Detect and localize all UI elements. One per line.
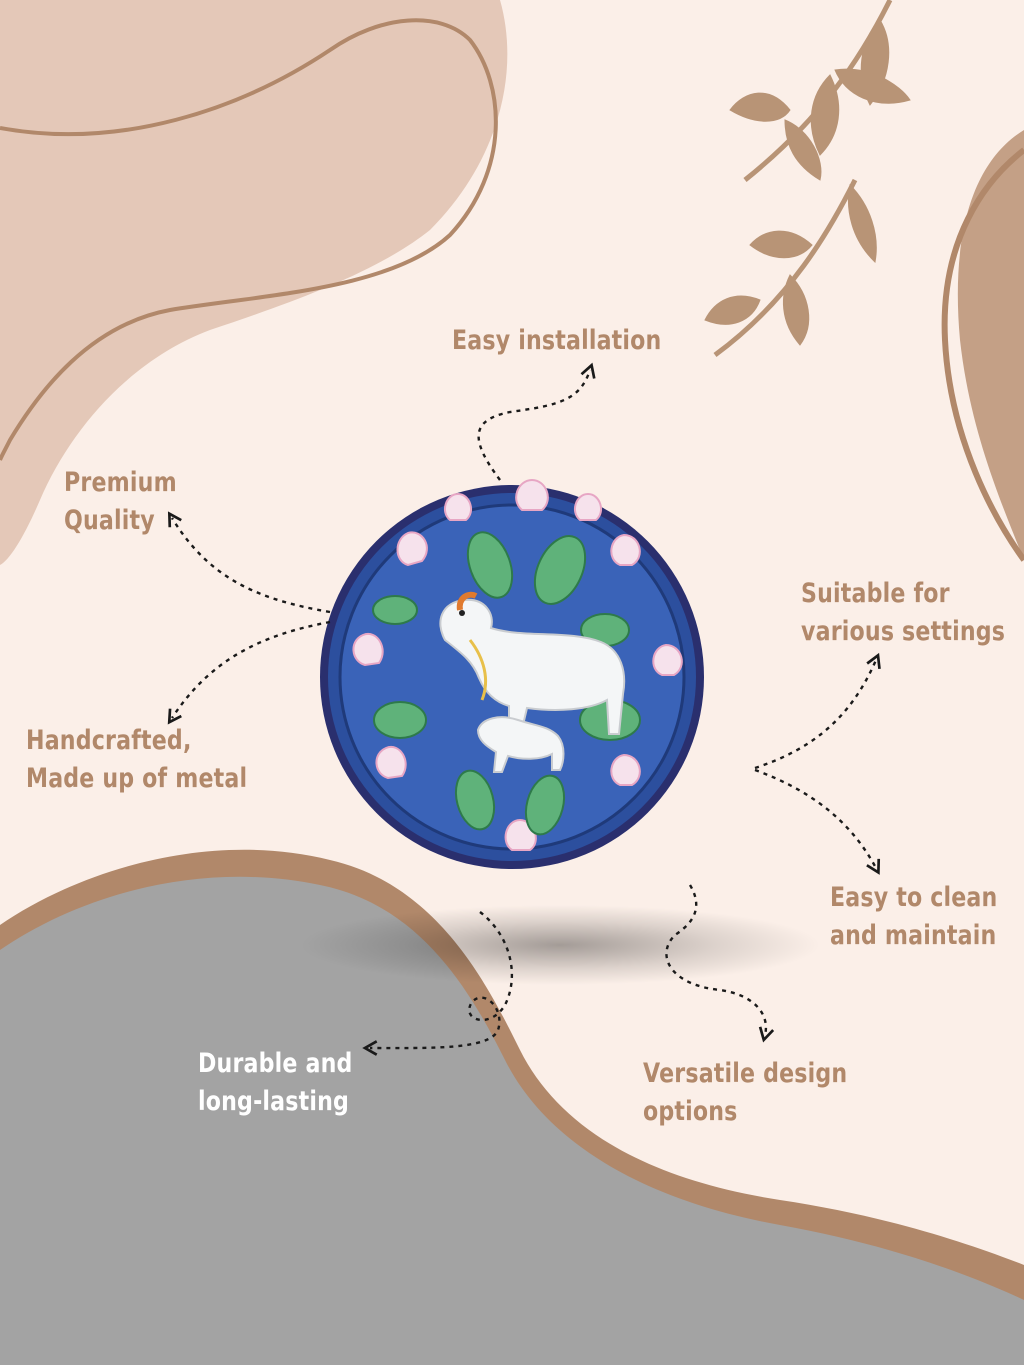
- feature-premium-quality-line2: Quality: [64, 505, 155, 536]
- feature-handcrafted-line2: Made up of metal: [26, 763, 248, 794]
- feature-suitable: Suitable for various settings: [801, 575, 1005, 651]
- arrow-versatile: [665, 884, 775, 1043]
- feature-versatile: Versatile design options: [643, 1055, 847, 1131]
- right-arc-line: [941, 147, 1024, 562]
- arrow-easy-clean: [754, 768, 881, 875]
- feature-easy-installation-line1: Easy installation: [452, 325, 662, 356]
- arrow-durable: [362, 911, 513, 1056]
- feature-easy-clean: Easy to clean and maintain: [830, 879, 997, 955]
- feature-suitable-line2: various settings: [801, 616, 1006, 647]
- cow-figure: [439, 598, 626, 773]
- feature-durable-line2: long-lasting: [198, 1086, 350, 1117]
- right-arc: [957, 130, 1024, 560]
- arrow-suitable: [754, 652, 881, 770]
- feature-easy-installation: Easy installation: [452, 322, 661, 360]
- feature-easy-clean-line2: and maintain: [830, 920, 997, 951]
- top-left-blob: [0, 0, 508, 565]
- plate-shadow: [300, 905, 820, 985]
- leaf-branch-icon: [704, 0, 911, 358]
- arrow-premium-quality: [167, 511, 331, 614]
- arrow-handcrafted: [167, 620, 331, 725]
- feature-versatile-line2: options: [643, 1096, 738, 1127]
- feature-handcrafted-line1: Handcrafted,: [26, 725, 192, 756]
- feature-premium-quality: Premium Quality: [64, 464, 177, 540]
- feature-durable: Durable and long-lasting: [198, 1045, 353, 1121]
- feature-suitable-line1: Suitable for: [801, 578, 950, 609]
- feature-easy-clean-line1: Easy to clean: [830, 882, 998, 913]
- arrow-easy-installation: [477, 362, 596, 481]
- top-left-swirl-line: [0, 18, 498, 461]
- feature-durable-line1: Durable and: [198, 1048, 353, 1079]
- bottom-gray-blob: [0, 876, 1024, 1365]
- feature-versatile-line1: Versatile design: [643, 1058, 848, 1089]
- feature-premium-quality-line1: Premium: [64, 467, 177, 498]
- decorative-plate-icon: [320, 478, 704, 869]
- feature-handcrafted: Handcrafted, Made up of metal: [26, 722, 247, 798]
